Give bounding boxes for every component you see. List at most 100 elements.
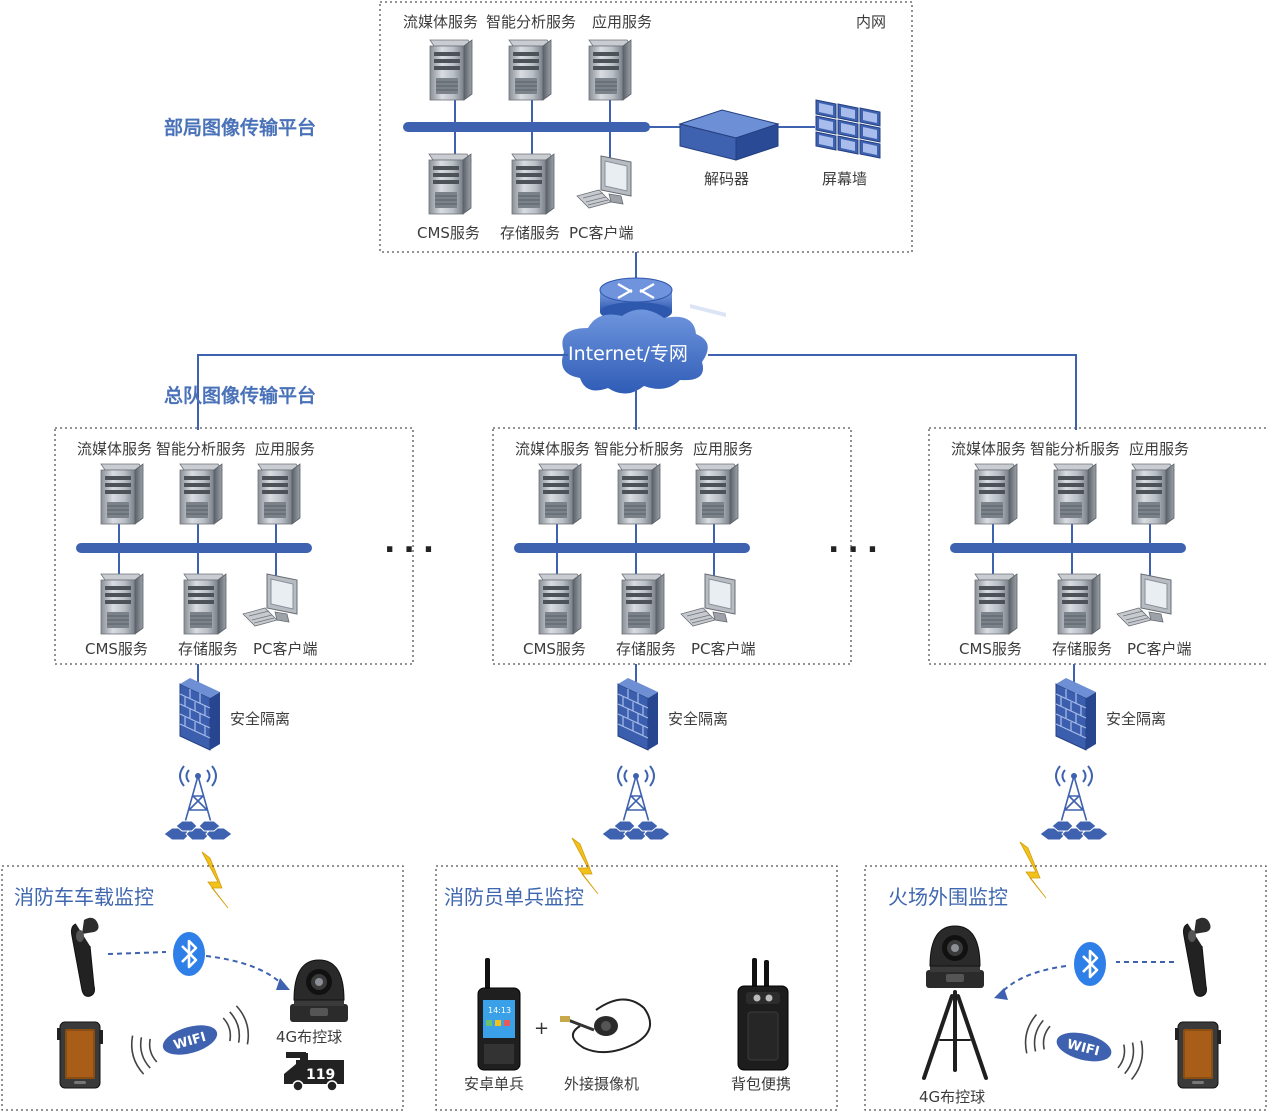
- hq-title: 部局图像传输平台: [164, 116, 316, 139]
- corps-storage-server-icon: [621, 573, 665, 635]
- perimeter-dome-label: 4G布控球: [919, 1088, 985, 1106]
- corps-platform-box: [492, 427, 852, 665]
- vehicle-zone-title: 消防车车载监控: [14, 885, 154, 909]
- screen-wall-icon: [815, 99, 881, 159]
- hq-pc-client-icon: [576, 155, 632, 209]
- corps-pc-label: PC客户端: [253, 640, 318, 658]
- corps-app-server-icon: [1131, 463, 1175, 525]
- wireless-link-icon: [1019, 841, 1047, 899]
- vehicle-headset-icon: [71, 917, 99, 997]
- corps-analysis-label: 智能分析服务: [156, 440, 246, 458]
- hq-platform-box: [379, 1, 913, 253]
- perimeter-wifi-icon: WIFI: [1024, 1014, 1144, 1080]
- corps-streaming-label: 流媒体服务: [77, 440, 152, 458]
- corps-pc-label: PC客户端: [1127, 640, 1192, 658]
- perimeter-bluetooth-icon: [1072, 940, 1108, 988]
- external-camera-label: 外接摄像机: [564, 1075, 639, 1093]
- corps-cms-label: CMS服务: [523, 640, 586, 658]
- corps-app-label: 应用服务: [693, 440, 753, 458]
- corps-streaming-label: 流媒体服务: [515, 440, 590, 458]
- corps-cms-label: CMS服务: [85, 640, 148, 658]
- firewall-label: 安全隔离: [230, 710, 290, 728]
- vehicle-dome-camera-icon: [289, 959, 349, 1023]
- corps-analysis-server-icon: [617, 463, 661, 525]
- vehicle-dome-label: 4G布控球: [276, 1028, 342, 1046]
- hq-network-label: 内网: [856, 13, 886, 31]
- vehicle-zone-box: [1, 865, 404, 1111]
- soldier-zone-box: [435, 865, 838, 1111]
- corps-app-label: 应用服务: [255, 440, 315, 458]
- soldier-plus: +: [534, 1018, 549, 1039]
- perimeter-headset-icon: [1183, 917, 1211, 997]
- corps-cluster-1: 流媒体服务智能分析服务应用服务 CMS服务 存储服务 PC客户端安全隔离: [54, 427, 414, 909]
- corps-cms-server-icon: [538, 573, 582, 635]
- corps-pc-client-icon: [1116, 573, 1172, 627]
- perimeter-zone-title: 火场外围监控: [888, 885, 1008, 909]
- corps-storage-label: 存储服务: [1052, 640, 1112, 658]
- corps-streaming-server-icon: [538, 463, 582, 525]
- hq-analysis-server-icon: [508, 39, 552, 101]
- corps-platform-box: [928, 427, 1268, 665]
- wireless-link-icon: [201, 851, 229, 909]
- corps-analysis-server-icon: [1053, 463, 1097, 525]
- vehicle-tablet-icon: [56, 1021, 104, 1089]
- corps-streaming-label: 流媒体服务: [951, 440, 1026, 458]
- firewall-icon: [179, 677, 221, 751]
- corps-streaming-server-icon: [100, 463, 144, 525]
- corps-storage-label: 存储服务: [178, 640, 238, 658]
- screen-wall-label: 屏幕墙: [822, 170, 867, 188]
- hq-storage-server-icon: [511, 153, 555, 215]
- external-camera-icon: [560, 998, 652, 1054]
- corps-platform-box: [54, 427, 414, 665]
- fire-truck-icon: 119: [284, 1052, 344, 1092]
- corps-title: 总队图像传输平台: [164, 384, 316, 407]
- corps-cluster-3: 流媒体服务智能分析服务应用服务 CMS服务 存储服务 PC客户端安全隔离: [928, 427, 1268, 899]
- corps-pc-client-icon: [242, 573, 298, 627]
- vehicle-wifi-icon: WIFI: [130, 1005, 250, 1075]
- firewall-label: 安全隔离: [1106, 710, 1166, 728]
- corps-analysis-server-icon: [179, 463, 223, 525]
- corps-ellipsis-2: ...: [828, 525, 886, 560]
- corps-storage-label: 存储服务: [616, 640, 676, 658]
- hq-cms-server-icon: [428, 153, 472, 215]
- radio-tower-icon: [601, 765, 671, 841]
- corps-analysis-label: 智能分析服务: [594, 440, 684, 458]
- perimeter-dome-camera-icon: [925, 925, 985, 989]
- hq-streaming-label: 流媒体服务: [403, 13, 478, 31]
- hq-app-server-icon: [588, 39, 632, 101]
- corps-app-server-icon: [257, 463, 301, 525]
- corps-cms-label: CMS服务: [959, 640, 1022, 658]
- decoder-label: 解码器: [704, 170, 749, 188]
- firewall-icon: [617, 677, 659, 751]
- android-phone-icon: 14:13: [477, 958, 521, 1071]
- fire-truck-number: 119: [306, 1067, 335, 1083]
- cloud-label: Internet/专网: [568, 343, 688, 365]
- corps-analysis-label: 智能分析服务: [1030, 440, 1120, 458]
- vehicle-bt-link: [107, 951, 283, 985]
- radio-tower-icon: [163, 765, 233, 841]
- hq-storage-label: 存储服务: [500, 224, 560, 242]
- android-phone-label: 安卓单兵: [464, 1075, 524, 1093]
- hq-cms-label: CMS服务: [417, 224, 480, 242]
- perimeter-bt-link: [1001, 961, 1174, 993]
- corps-cms-server-icon: [100, 573, 144, 635]
- corps-cms-server-icon: [974, 573, 1018, 635]
- hq-app-label: 应用服务: [592, 13, 652, 31]
- decoder-icon: [678, 109, 780, 318]
- backpack-icon: [737, 958, 789, 1071]
- perimeter-zone-box: [864, 865, 1267, 1111]
- corps-app-server-icon: [695, 463, 739, 525]
- hq-analysis-label: 智能分析服务: [486, 13, 576, 31]
- perimeter-tablet-icon: [1174, 1021, 1222, 1089]
- backpack-label: 背包便携: [731, 1075, 791, 1093]
- radio-tower-icon: [1039, 765, 1109, 841]
- corps-storage-server-icon: [183, 573, 227, 635]
- corps-streaming-server-icon: [974, 463, 1018, 525]
- cloud-icon: [562, 309, 708, 394]
- phone-time: 14:13: [488, 1006, 511, 1015]
- hq-streaming-server-icon: [429, 39, 473, 101]
- corps-ellipsis-1: ...: [384, 525, 442, 560]
- corps-app-label: 应用服务: [1129, 440, 1189, 458]
